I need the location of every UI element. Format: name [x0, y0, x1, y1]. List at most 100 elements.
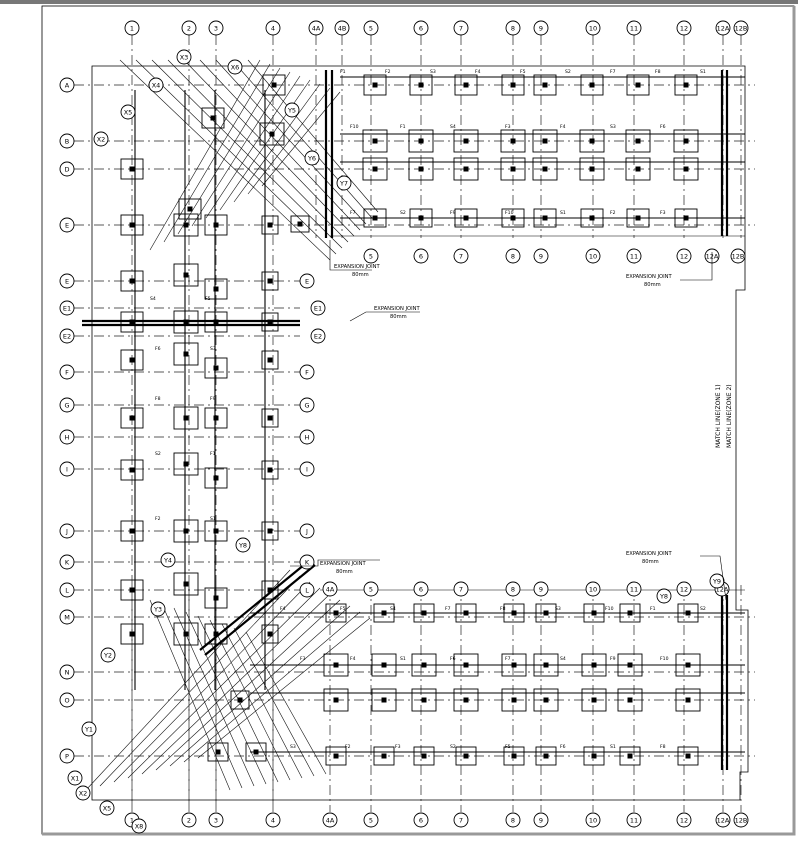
- footing-pad: [173, 310, 199, 334]
- footing-pad: [619, 603, 641, 623]
- grid-bottom-12-label: 12: [680, 817, 688, 825]
- column: [589, 138, 595, 144]
- footing-pad: [535, 746, 557, 766]
- footing-mark: S1: [610, 744, 616, 750]
- diag-bubble-6-bubble: [304, 150, 320, 166]
- footing-pad: [204, 357, 228, 379]
- footing-pad: [535, 603, 557, 623]
- grid-mid-lower-6-label: 10: [589, 586, 597, 594]
- footing-pad: [173, 622, 199, 646]
- footing-pad: [409, 74, 433, 96]
- diagonal-grid-line: [85, 569, 291, 791]
- diag-bubble-9-label: Y4: [163, 557, 172, 565]
- footing-mark: F2: [385, 69, 391, 75]
- expansion-joint-title: EXPANSION JOINT: [626, 551, 673, 557]
- column: [463, 215, 469, 221]
- grid-mid-upper-2-bubble: [453, 248, 469, 264]
- footing-pad: [503, 746, 525, 766]
- column: [372, 166, 378, 172]
- grid-row-right-10-label: I: [306, 466, 308, 474]
- grid-top-5-bubble: [334, 20, 350, 36]
- diag-bubble-15-label: X5: [103, 805, 112, 813]
- diagonal-grid-line: [149, 599, 231, 791]
- grid-row-right-12-label: K: [305, 559, 310, 567]
- footing-mark: F10: [350, 124, 359, 130]
- column: [381, 753, 387, 759]
- diagonal-grid-line: [221, 623, 303, 779]
- footing-pad: [362, 157, 388, 181]
- grid-row-left-13-bubble: [59, 582, 75, 598]
- column: [372, 138, 378, 144]
- grid-bottom-6-label: 6: [419, 817, 423, 825]
- column: [129, 415, 135, 421]
- grid-row-right-5-label: E1: [314, 305, 322, 313]
- footing-mark: F8: [655, 69, 661, 75]
- column: [589, 82, 595, 88]
- footing-mark: S3: [610, 124, 616, 130]
- diagonal-grid-line: [119, 59, 331, 261]
- footing-pad: [120, 349, 144, 371]
- footing-pad: [204, 467, 228, 489]
- diagonal-grid-line: [99, 575, 301, 787]
- footing-pad: [201, 107, 225, 129]
- expansion-joint-note-2: EXPANSION JOINT 80mm: [349, 306, 421, 322]
- grid-row-left-15-bubble: [59, 664, 75, 680]
- diagonal-grid-line: [247, 59, 379, 213]
- grid-bottom-4-label: 4A: [326, 817, 335, 825]
- diag-bubble-9-bubble: [160, 552, 176, 568]
- grid-row-left-13-label: L: [65, 587, 69, 595]
- grid-top-4-label: 4A: [312, 25, 321, 33]
- grid-top-4-bubble: [308, 20, 324, 36]
- footing-mark: S2: [450, 744, 456, 750]
- column: [253, 749, 259, 755]
- footing-pad: [453, 688, 479, 712]
- diag-bubble-10-bubble: [150, 601, 166, 617]
- grid-bottom-1-label: 2: [187, 817, 191, 825]
- column: [683, 138, 689, 144]
- column: [418, 166, 424, 172]
- footing-pad: [500, 129, 526, 153]
- footing-mark: S4: [450, 124, 456, 130]
- footing-pad: [675, 653, 701, 677]
- diagonal-grid-line: [169, 605, 351, 767]
- footing-mark: F9: [210, 396, 216, 402]
- column: [511, 753, 517, 759]
- column: [542, 215, 548, 221]
- column: [635, 138, 641, 144]
- column: [237, 697, 243, 703]
- grid-bottom-2-bubble: [208, 812, 224, 828]
- column: [463, 610, 469, 616]
- footing-pad: [453, 653, 479, 677]
- match-line-zone-2: MATCH LINE(ZONE 2): [726, 384, 733, 448]
- footing-mark: F10: [605, 606, 614, 612]
- footing-mark: F2: [345, 744, 351, 750]
- diagonal-grid-line: [233, 627, 315, 777]
- grid-top-9-bubble: [505, 20, 521, 36]
- footing-mark: F3: [660, 210, 666, 216]
- column: [683, 166, 689, 172]
- grid-mid-upper-7-label: 12: [680, 253, 688, 261]
- column: [381, 662, 387, 668]
- expansion-joint-note-4: EXPANSION JOINT 80mm: [290, 559, 380, 575]
- footing-pad: [617, 688, 643, 712]
- grid-row-left-15-label: N: [65, 669, 70, 677]
- grid-row-left-6-label: E2: [63, 333, 71, 341]
- column: [511, 610, 517, 616]
- grid-row-right-4-bubble: [299, 273, 315, 289]
- grid-mid-lower-5-bubble: [533, 581, 549, 597]
- column: [627, 662, 633, 668]
- footing-mark: S2: [400, 210, 406, 216]
- column: [542, 82, 548, 88]
- footing-pad: [579, 129, 605, 153]
- column: [183, 272, 189, 278]
- grid-bottom-3-bubble: [265, 812, 281, 828]
- expansion-joint-wall-diagonal: [204, 564, 316, 656]
- footing-pad: [533, 208, 557, 228]
- footing-pad: [204, 278, 228, 300]
- grid-mid-upper-9-label: 12B: [732, 253, 745, 261]
- footing-pad: [373, 746, 395, 766]
- column: [463, 753, 469, 759]
- footing-mark: S3: [210, 346, 216, 352]
- footing-mark: F7: [350, 210, 356, 216]
